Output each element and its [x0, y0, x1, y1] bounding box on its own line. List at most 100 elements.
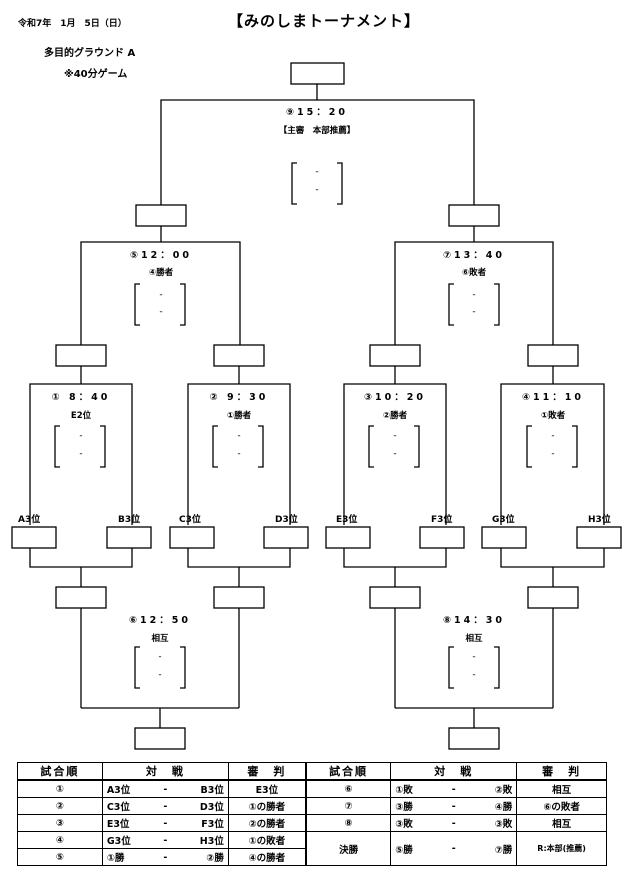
loser-left-score-bottom: - [158, 670, 162, 680]
final-score-top: - [315, 167, 319, 177]
semi-left-score-bottom: - [159, 307, 163, 317]
seed-h3: H3位 [588, 515, 611, 525]
semi-right-referee: ⑥敗者 [461, 268, 487, 278]
referee: 相互 [516, 814, 607, 832]
seed-c3: C3位 [179, 515, 201, 525]
r1-match3-score-top: - [393, 431, 397, 441]
loser-left-result-box [134, 727, 186, 750]
seed-f3: F3位 [431, 515, 453, 525]
team-b: ②敗 [465, 779, 518, 798]
vs: - [441, 779, 466, 798]
match-no: ① [17, 779, 103, 798]
vs: - [153, 848, 178, 866]
vs: - [441, 814, 466, 832]
vs: - [153, 814, 178, 832]
team-b: D3位 [177, 797, 229, 815]
venue: 多目的グラウンド A [44, 48, 136, 59]
team-b: ④勝 [465, 797, 518, 815]
vs: - [153, 831, 178, 849]
header-referee: 審 判 [227, 762, 307, 781]
header-referee-2: 審 判 [516, 762, 607, 781]
schedule-table: 試合順 対 戦 審 判 試合順 対 戦 審 判 ① A3位 - B3位 E3位 … [17, 762, 607, 866]
referee: ②の勝者 [227, 814, 307, 832]
team-b: B3位 [177, 779, 229, 798]
match-no: ⑧ [304, 814, 392, 832]
match-no: ⑤ [17, 848, 103, 866]
team-a: ③敗 [390, 814, 442, 832]
referee: 相互 [516, 779, 607, 798]
loser-right-score-bottom: - [472, 670, 476, 680]
r1-match2-referee: ①勝者 [226, 411, 252, 421]
loser-left-referee: 相互 [151, 634, 169, 644]
referee: ④の勝者 [227, 848, 307, 866]
semi-left-box [135, 204, 187, 227]
date: 令和7年 1月 5日（日） [18, 19, 127, 29]
r1-match2-score-top: - [237, 431, 241, 441]
team-b: H3位 [177, 831, 229, 849]
loser-right-score-top: - [472, 652, 476, 662]
team-b: F3位 [177, 814, 229, 832]
r1-match2-score-bottom: - [237, 449, 241, 459]
schedule-header-row: 試合順 対 戦 審 判 試合順 対 戦 審 判 [17, 762, 607, 781]
final-result-box [290, 62, 345, 85]
vs: - [153, 779, 178, 798]
match-no: 決勝 [304, 831, 392, 866]
match-no: ③ [17, 814, 103, 832]
team-a: C3位 [101, 797, 154, 815]
seed-g3: G3位 [492, 515, 515, 525]
semi-right-score-top: - [472, 290, 476, 300]
page-title: 【みのしまトーナメント】 [228, 12, 421, 30]
loser-right-time: ⑧14：30 [443, 615, 505, 626]
team-a: ①敗 [390, 779, 442, 798]
referee: E3位 [227, 779, 307, 798]
final-referee: 【主審 本部推薦】 [278, 126, 356, 136]
r1-match2-time: ② 9：30 [209, 392, 269, 403]
game-length-note: ※40分ゲーム [64, 69, 128, 80]
seed-b3: B3位 [118, 515, 141, 525]
r1-match1-score-bottom: - [79, 449, 83, 459]
table-row: ② C3位 - D3位 ①の勝者 ⑦ ③勝 - ④勝 ⑥の敗者 [17, 797, 607, 815]
match-no: ⑥ [304, 779, 392, 798]
table-row: ① A3位 - B3位 E3位 ⑥ ①敗 - ②敗 相互 [17, 779, 607, 798]
team-a: ⑤勝 [390, 831, 442, 866]
r1-match4-score-top: - [551, 431, 555, 441]
seed-d3: D3位 [275, 515, 298, 525]
r1-match1-score-top: - [79, 431, 83, 441]
r1-match4-referee: ①敗者 [540, 411, 566, 421]
vs: - [153, 797, 178, 815]
referee: R:本部(推薦) [516, 831, 607, 866]
referee: ①の勝者 [227, 797, 307, 815]
header-order-2: 試合順 [304, 762, 392, 781]
r1-match3-referee: ②勝者 [382, 411, 408, 421]
referee: ⑥の敗者 [516, 797, 607, 815]
team-b: ⑦勝 [465, 831, 518, 866]
r1-match3-time: ③10：20 [364, 392, 426, 403]
final-score-bottom: - [315, 185, 319, 195]
loser-right-result-box [448, 727, 500, 750]
final-time: ⑨15：20 [286, 107, 348, 118]
semi-left-time: ⑤12：00 [130, 250, 192, 261]
seed-e3: E3位 [336, 515, 358, 525]
r1-match4-time: ④11：10 [522, 392, 584, 403]
vs: - [441, 831, 466, 866]
loser-right-referee: 相互 [465, 634, 483, 644]
team-a: ①勝 [101, 848, 154, 866]
header-match-2: 対 戦 [390, 762, 518, 781]
match-no: ⑦ [304, 797, 392, 815]
match-no: ④ [17, 831, 103, 849]
r1-match3-score-bottom: - [393, 449, 397, 459]
bracket-lines [11, 62, 622, 750]
team-a: ③勝 [390, 797, 442, 815]
semi-right-score-bottom: - [472, 307, 476, 317]
semi-left-referee: ④勝者 [148, 268, 174, 278]
semi-left-score-top: - [159, 290, 163, 300]
r1-match1-referee: E2位 [70, 411, 92, 421]
table-row: ④ G3位 - H3位 ①の敗者 決勝 ⑤勝 - ⑦勝 R:本部(推薦) [17, 831, 607, 866]
team-a: G3位 [101, 831, 154, 849]
team-a: E3位 [101, 814, 154, 832]
table-row: ⑤ ①勝 - ②勝 ④の勝者 [17, 848, 607, 866]
loser-left-time: ⑥12：50 [129, 615, 191, 626]
team-b: ②勝 [177, 848, 229, 866]
loser-left-score-top: - [158, 652, 162, 662]
referee: ①の敗者 [227, 831, 307, 849]
